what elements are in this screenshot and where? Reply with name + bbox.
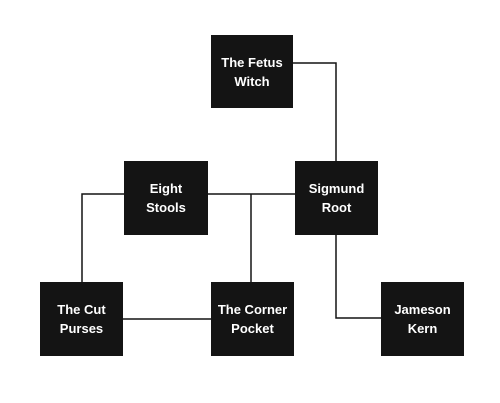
node-the-corner-pocket: The Corner Pocket	[211, 282, 294, 356]
connector-fetus-witch-sigmund-root	[293, 62, 337, 161]
node-label-the-fetus-witch: The Fetus Witch	[221, 54, 283, 89]
node-the-cut-purses: The Cut Purses	[40, 282, 123, 356]
node-jameson-kern: Jameson Kern	[381, 282, 464, 356]
node-the-fetus-witch: The Fetus Witch	[211, 35, 293, 108]
connector-sigmund-root-jameson-kern	[335, 235, 381, 319]
node-eight-stools: Eight Stools	[124, 161, 208, 235]
node-sigmund-root: Sigmund Root	[295, 161, 378, 235]
node-label-the-corner-pocket: The Corner Pocket	[217, 302, 288, 336]
node-label-eight-stools: Eight Stools	[146, 181, 186, 215]
node-label-jameson-kern: Jameson Kern	[394, 302, 451, 336]
connector-eight-stools-cut-purses	[81, 193, 124, 282]
node-label-sigmund-root: Sigmund Root	[308, 181, 365, 215]
node-label-the-cut-purses: The Cut Purses	[57, 302, 106, 336]
